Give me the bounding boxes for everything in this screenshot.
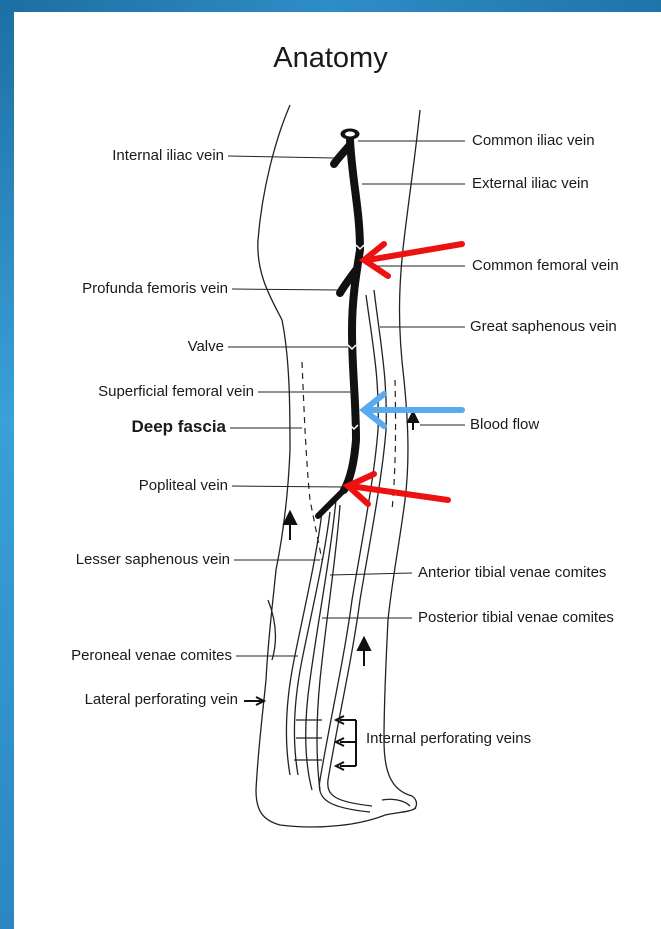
label-posterior-tibial-venae-comites: Posterior tibial venae comites [418,609,614,627]
label-peroneal-venae-comites: Peroneal venae comites [30,647,232,665]
label-valve: Valve [100,338,224,356]
red-arrow-popliteal [348,474,448,504]
label-internal-iliac-vein: Internal iliac vein [40,147,224,165]
red-arrow-common-femoral [364,244,462,276]
label-external-iliac-vein: External iliac vein [472,175,589,193]
label-common-iliac-vein: Common iliac vein [472,132,595,150]
internal-perforating-arrows [336,716,356,770]
label-lateral-perforating-vein: Lateral perforating vein [30,691,238,709]
label-internal-perforating-veins: Internal perforating veins [366,730,531,748]
label-common-femoral-vein: Common femoral vein [472,257,619,275]
label-popliteal-vein: Popliteal vein [60,477,228,495]
label-great-saphenous-vein: Great saphenous vein [470,318,617,336]
popliteal-split [318,490,344,516]
label-blood-flow: Blood flow [470,416,539,434]
calf-veins [268,500,340,790]
label-lesser-saphenous-vein: Lesser saphenous vein [30,551,230,569]
lateral-perforating-arrow [244,697,264,705]
label-deep-fascia: Deep fascia [60,418,226,436]
label-profunda-femoris-vein: Profunda femoris vein [30,280,228,298]
label-anterior-tibial-venae-comites: Anterior tibial venae comites [418,564,606,582]
deep-vein-trunk [344,140,360,490]
label-superficial-femoral-vein: Superficial femoral vein [30,383,254,401]
